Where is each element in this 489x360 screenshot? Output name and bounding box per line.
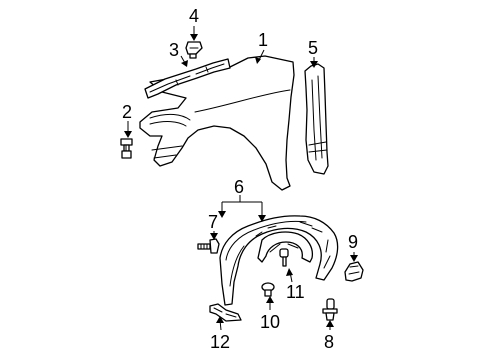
- liner-bracket[interactable]: [209, 303, 242, 322]
- callout-11: 11: [286, 282, 305, 302]
- arrowhead-12: [216, 316, 224, 323]
- callout-4: 4: [189, 6, 199, 26]
- splash-shield[interactable]: [344, 261, 364, 282]
- arrowhead-7: [210, 233, 218, 240]
- fender-liner-assembly[interactable]: [219, 215, 339, 306]
- arrowhead-10: [266, 296, 274, 303]
- callout-5: 5: [308, 38, 318, 58]
- callout-8: 8: [324, 332, 334, 352]
- bracket-nut[interactable]: [185, 41, 203, 59]
- arrowhead-6a: [218, 211, 226, 218]
- arrowhead-2: [124, 131, 132, 138]
- liner-bolt[interactable]: [197, 238, 220, 254]
- callout-2: 2: [122, 102, 132, 122]
- liner-screw[interactable]: [279, 248, 289, 267]
- arrowhead-8: [326, 320, 334, 327]
- callout-3: 3: [169, 40, 179, 60]
- callout-labels: 1 2 3 4 5 6 7 8 9 10 11 12: [122, 6, 358, 352]
- callout-12: 12: [210, 332, 230, 352]
- fender-panel[interactable]: [139, 55, 295, 191]
- callout-7: 7: [208, 212, 218, 232]
- arrowhead-11: [286, 268, 293, 276]
- fender-bolt[interactable]: [120, 138, 133, 159]
- leader-lines: [124, 26, 358, 331]
- liner-clip[interactable]: [261, 282, 275, 297]
- callout-10: 10: [260, 312, 280, 332]
- push-clip[interactable]: [322, 298, 338, 321]
- fender-seal[interactable]: [304, 63, 329, 175]
- arrowhead-4: [190, 34, 198, 41]
- callout-6: 6: [234, 177, 244, 197]
- arrowhead-5: [310, 61, 318, 68]
- arrowhead-9: [350, 255, 358, 262]
- arrowhead-3: [181, 60, 188, 67]
- arrowhead-1: [255, 57, 261, 64]
- leader-6: [221, 195, 263, 218]
- fender-support-bracket[interactable]: [144, 58, 231, 99]
- callout-9: 9: [348, 232, 358, 252]
- arrowhead-6b: [258, 215, 266, 222]
- callout-1: 1: [258, 30, 268, 50]
